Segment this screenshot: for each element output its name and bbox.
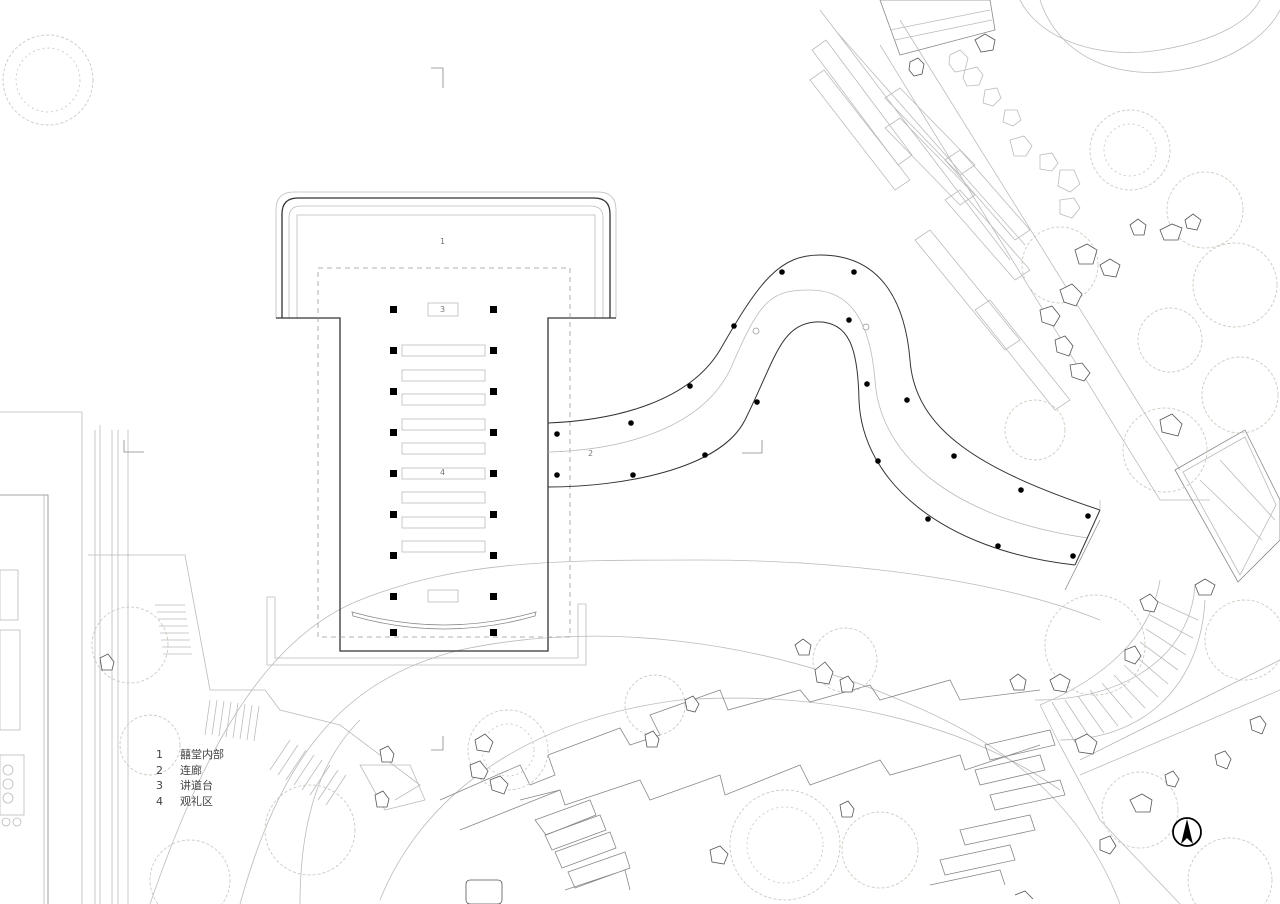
- chapel: [266, 67, 763, 751]
- room-label-4: 4: [440, 468, 446, 477]
- legend-label: 囍堂内部: [180, 748, 224, 761]
- corridor-columns: [554, 269, 1091, 559]
- legend-item: 4 观礼区: [156, 794, 224, 810]
- legend: 1 囍堂内部 2 连廊 3 讲道台 4 观礼区: [156, 747, 224, 809]
- room-label-3: 3: [440, 305, 446, 314]
- legend-number: 4: [156, 794, 163, 808]
- room-label-1: 1: [440, 237, 446, 246]
- corridor: [547, 254, 1101, 566]
- legend-number: 3: [156, 779, 163, 792]
- trees: [2, 34, 1280, 904]
- ne-paving: [809, 0, 1280, 583]
- west-stairs: [88, 554, 426, 811]
- legend-number: 2: [156, 763, 163, 777]
- columns: [390, 306, 497, 636]
- adjacent-building: [0, 411, 144, 904]
- room-label-2: 2: [588, 449, 594, 458]
- legend-label: 讲道台: [180, 779, 213, 792]
- north-arrow-icon: [1172, 817, 1202, 847]
- contour-lines: [149, 0, 1280, 904]
- legend-item: 1 囍堂内部: [156, 747, 224, 763]
- legend-item: 3 讲道台: [156, 778, 224, 794]
- south-terraces: [439, 519, 1101, 891]
- legend-label: 连廊: [180, 763, 202, 777]
- legend-item: 2 连廊: [156, 763, 224, 779]
- legend-number: 1: [156, 748, 163, 761]
- rocks: [99, 33, 1267, 904]
- legend-label: 观礼区: [180, 794, 213, 808]
